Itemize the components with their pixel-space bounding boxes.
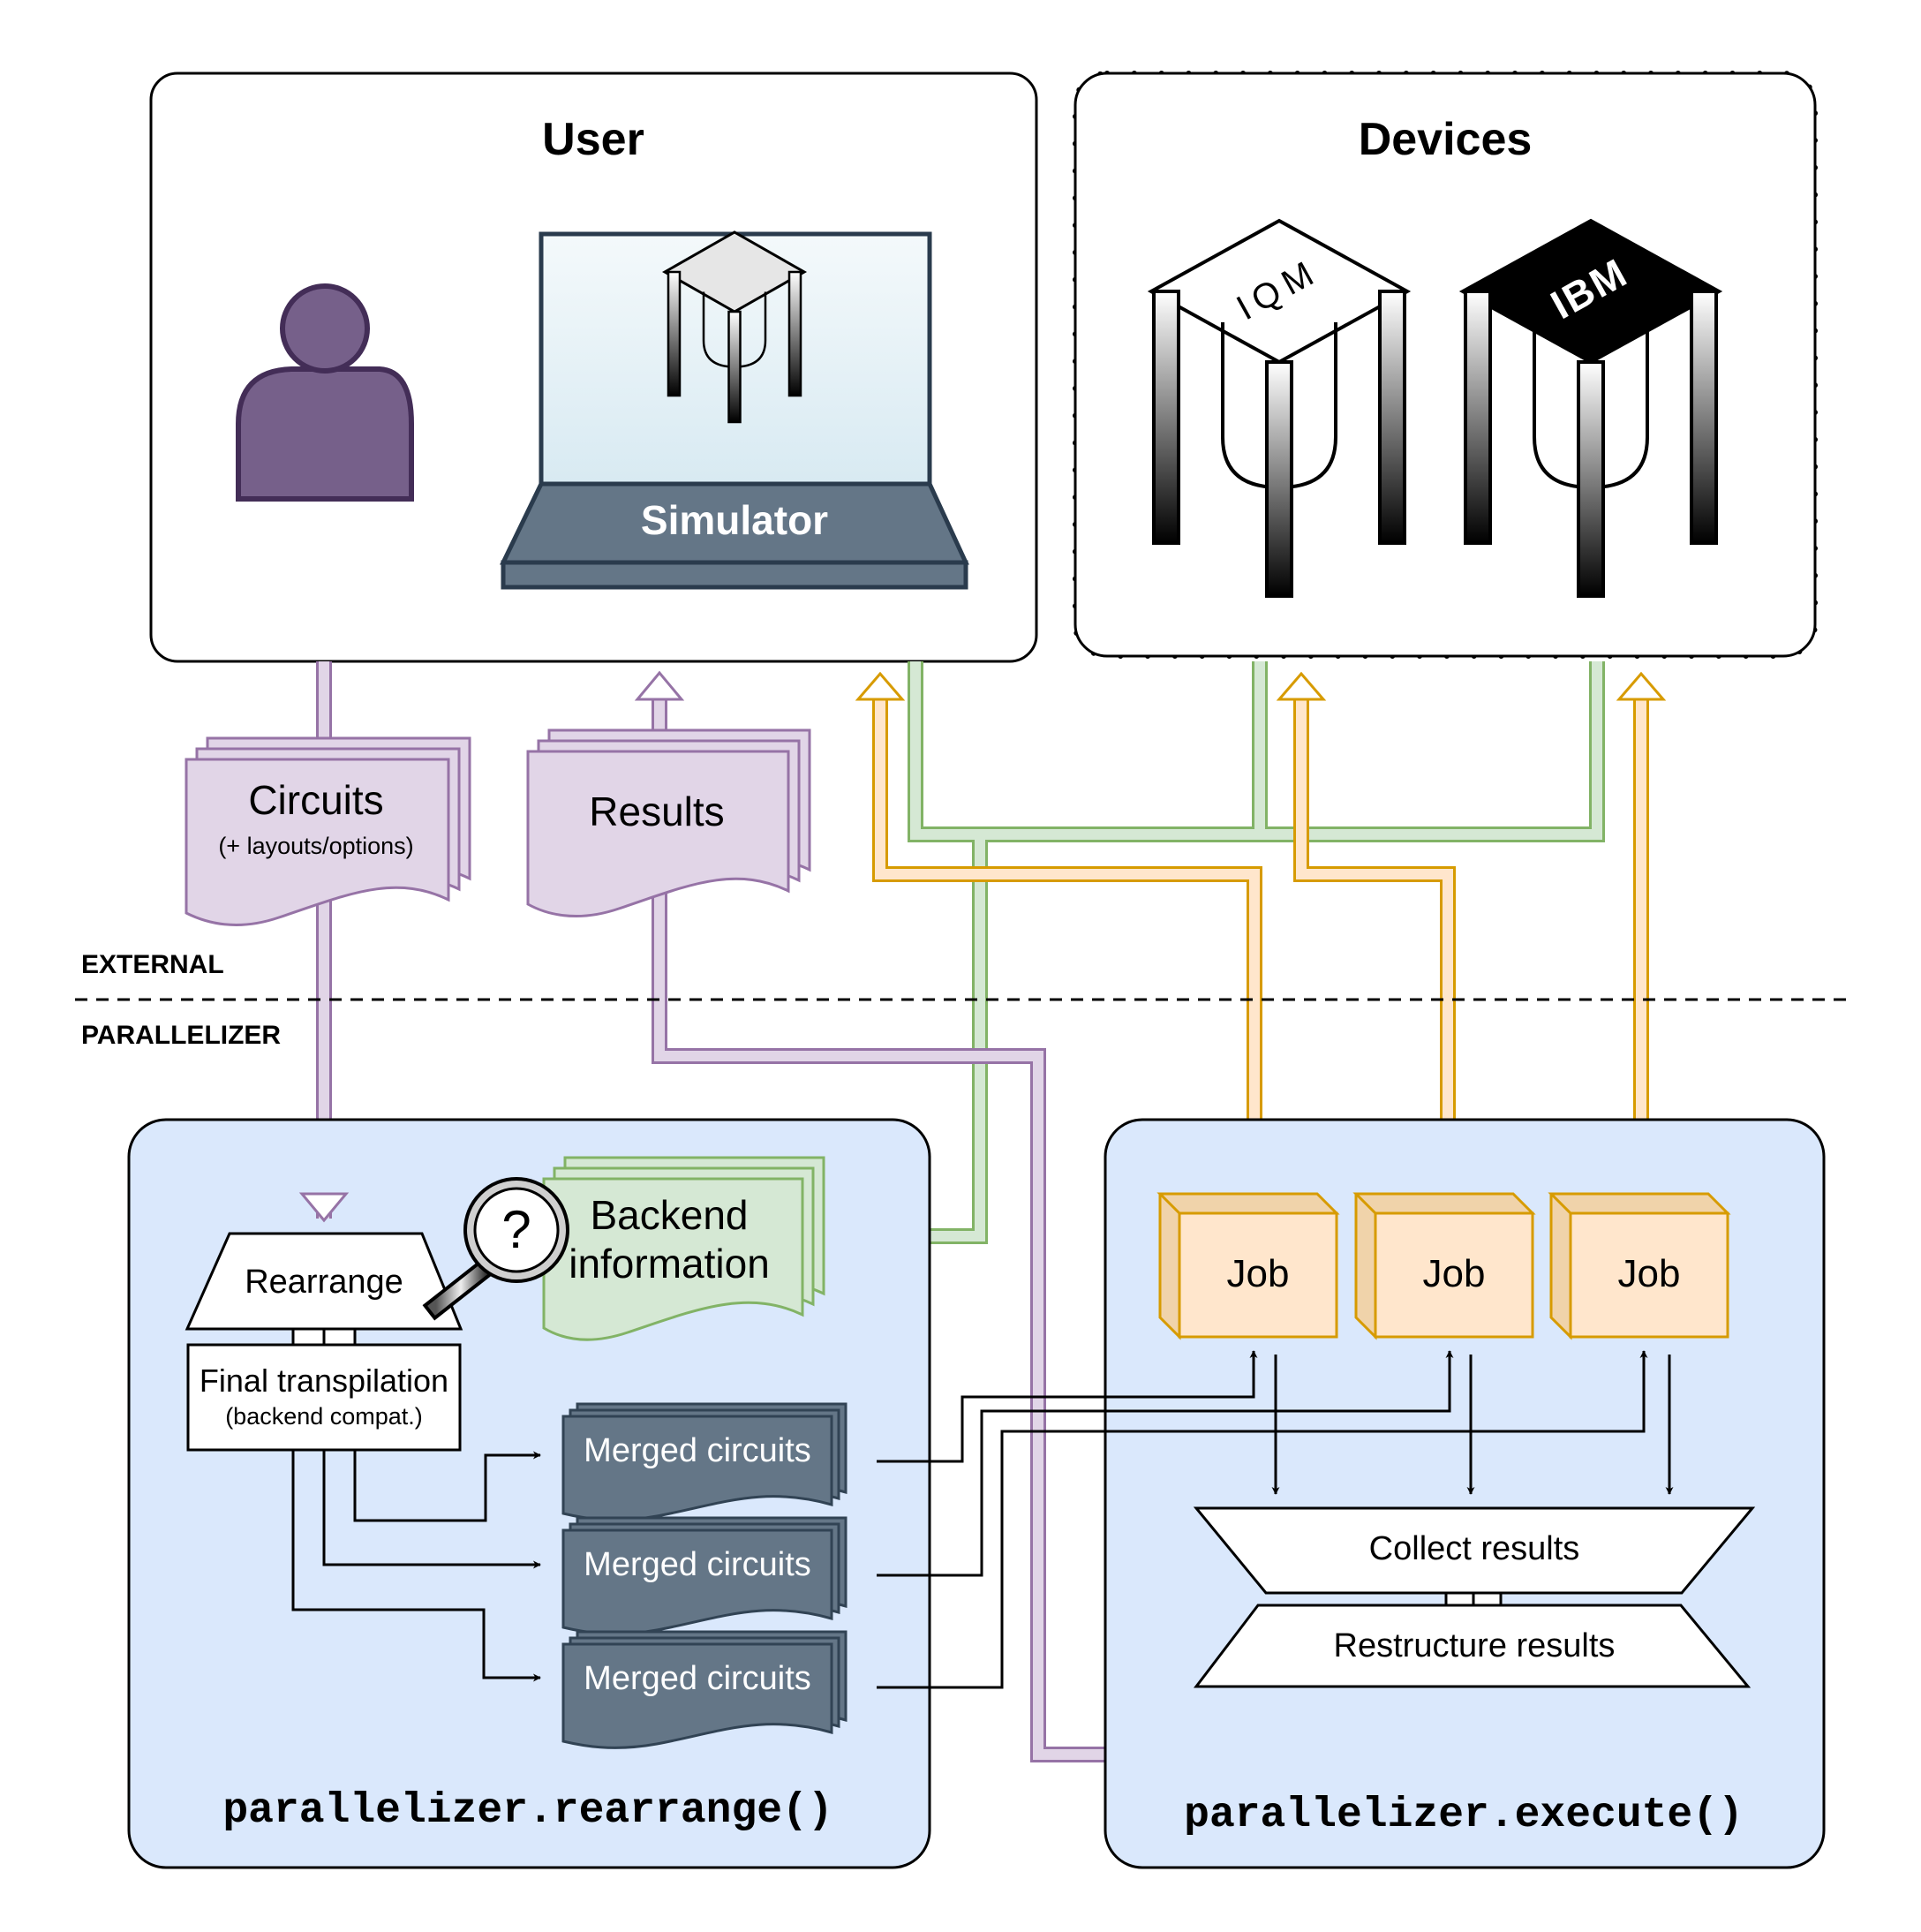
- restructure-results-step: Restructure results: [1193, 1604, 1752, 1688]
- job-flow-3: [1616, 671, 1667, 1168]
- circuits-document: Circuits (+ layouts/options): [185, 736, 471, 927]
- merged-circuits-label-3: Merged circuits: [584, 1660, 811, 1697]
- merged-circuits-3: Merged circuits: [561, 1630, 848, 1749]
- circuits-title: Circuits: [248, 777, 383, 823]
- magnifier-question-mark: ?: [501, 1200, 531, 1259]
- external-zone-label: EXTERNAL: [81, 950, 224, 979]
- execute-function-name: parallelizer.execute(): [1184, 1792, 1744, 1839]
- devices-box: Devices IQM IBM: [1073, 71, 1818, 659]
- transpile-to-merged-connectors: [291, 1450, 541, 1682]
- zone-separator: EXTERNAL PARALLELIZER: [75, 950, 1852, 1050]
- simulator-qc-icon: [661, 230, 808, 424]
- collect-results-label: Collect results: [1369, 1530, 1580, 1567]
- job-box-2: Job: [1352, 1192, 1536, 1340]
- job-label-1: Job: [1227, 1252, 1290, 1295]
- collect-restructure-connector: [1444, 1591, 1503, 1607]
- iqm-computer-icon: IQM: [1147, 218, 1412, 598]
- simulator-label: Simulator: [641, 497, 828, 543]
- merged-circuits-label-1: Merged circuits: [584, 1432, 811, 1469]
- user-title: User: [542, 114, 644, 165]
- backend-info-line1: Backend: [590, 1192, 748, 1238]
- merged-circuits-1: Merged circuits: [561, 1402, 848, 1521]
- rearrange-panel: Backend information Rearrange Final tran…: [127, 1118, 931, 1869]
- circuits-subtitle: (+ layouts/options): [218, 833, 413, 859]
- rearrange-function-name: parallelizer.rearrange(): [222, 1787, 832, 1835]
- merged-circuits-label-2: Merged circuits: [584, 1546, 811, 1583]
- job-label-2: Job: [1423, 1252, 1486, 1295]
- backend-info-document: Backend information: [542, 1156, 825, 1341]
- transpile-sublabel: (backend compat.): [225, 1403, 423, 1430]
- job-box-1: Job: [1156, 1192, 1340, 1340]
- magnifier-icon: ?: [422, 1177, 569, 1321]
- person-icon: [236, 283, 414, 502]
- collect-results-step: Collect results: [1193, 1506, 1756, 1595]
- rearrange-transpile-connector: [291, 1327, 357, 1347]
- parallelizer-zone-label: PARALLELIZER: [81, 1021, 281, 1050]
- backend-info-flow: [847, 661, 1605, 1262]
- rearrange-label: Rearrange: [245, 1264, 403, 1301]
- ibm-computer-icon: IBM: [1458, 218, 1723, 598]
- results-document: Results: [526, 728, 811, 918]
- job-box-3: Job: [1548, 1192, 1731, 1340]
- rearrange-step: Rearrange: [185, 1232, 463, 1331]
- user-box: User Simulator: [149, 72, 1038, 663]
- merged-circuits-2: Merged circuits: [561, 1516, 848, 1635]
- devices-title: Devices: [1359, 114, 1533, 165]
- results-title: Results: [589, 789, 724, 834]
- job-label-3: Job: [1618, 1252, 1681, 1295]
- restructure-results-label: Restructure results: [1334, 1627, 1616, 1664]
- execute-panel: Job Job Job Collect results: [1104, 1118, 1826, 1869]
- merged-to-job-connectors: [877, 1350, 1648, 1689]
- transpile-step: Final transpilation (backend compat.): [186, 1343, 462, 1452]
- backend-info-line2: information: [569, 1241, 770, 1287]
- job-flow-2: [1276, 671, 1473, 1168]
- laptop-icon: Simulator: [500, 230, 969, 590]
- transpile-label: Final transpilation: [200, 1362, 448, 1399]
- jobs-to-collect-arrows: [1271, 1355, 1674, 1495]
